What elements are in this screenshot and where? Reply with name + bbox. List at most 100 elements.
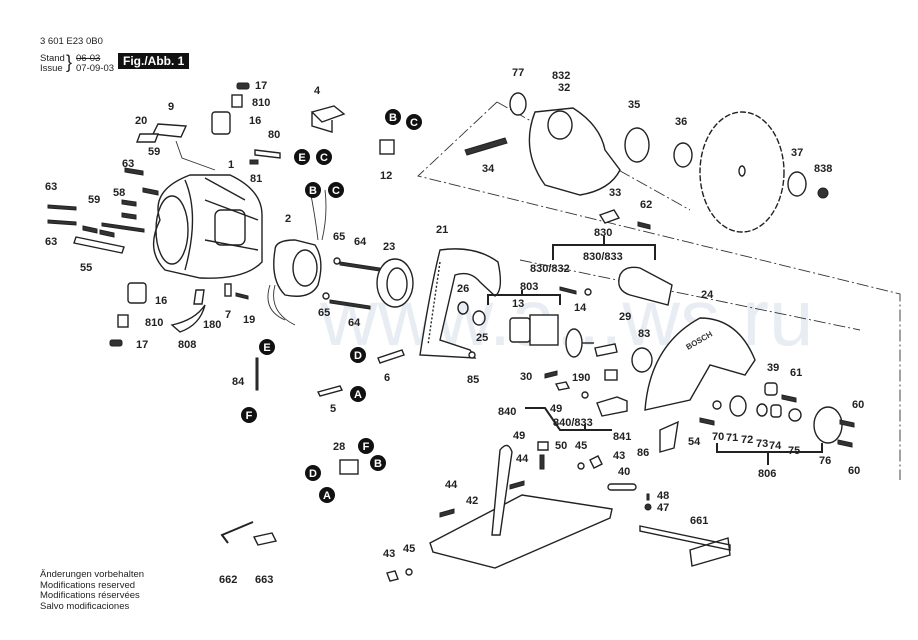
callout-label: 61 [790,367,802,379]
callout-label: 662 [219,574,237,586]
washer-85 [468,351,476,359]
callout-label: 73 [756,438,768,450]
brush-holder-top [211,82,250,135]
part-43b [386,570,399,582]
connector-f: F [241,407,257,423]
connector-circle [328,182,344,198]
footer-notes: Änderungen vorbehalten Modifications res… [40,569,144,612]
callout-label: 45 [403,543,415,555]
connector-circle [350,386,366,402]
connector-e: E [259,339,275,355]
bearing-75 [788,408,802,422]
screw-44 [509,480,525,490]
callout-label: 42 [466,495,478,507]
connector-b: B [385,109,401,125]
callout-label: 810 [145,317,163,329]
switch [310,105,346,133]
callout-label: 830/833 [583,251,623,263]
callout-label: 803 [520,281,538,293]
part-7 [224,283,232,297]
callout-label: 7 [225,309,231,321]
spring-34 [464,137,508,156]
part-808 [170,304,206,333]
callout-label: 4 [314,85,321,97]
washer-65 [333,257,341,265]
callout-label: 840/833 [553,417,593,429]
callout-label: 9 [168,101,174,113]
callout-label: 43 [613,450,625,462]
label-plate-20 [135,133,160,143]
callout-label: 72 [741,434,753,446]
connector-letter: C [320,152,328,164]
connector-letter: A [354,389,362,401]
callout-label: 36 [675,116,687,128]
connector-letter: B [374,458,382,470]
connector-d: D [350,347,366,363]
callout-label: 16 [249,115,261,127]
callout-label: 810 [252,97,270,109]
bearing-housing-76 [813,406,843,444]
connector-circle [406,114,422,130]
callout-label: 34 [482,163,495,175]
armature [509,314,594,358]
connector-circle [350,347,366,363]
callout-label: 17 [136,339,148,351]
part-180 [193,289,205,305]
bracket-803 [487,290,561,305]
part-84 [255,357,259,391]
pin-6 [377,349,405,364]
callout-label: 59 [148,146,160,158]
connector-letter: E [298,152,305,164]
callout-label: 44 [445,479,458,491]
connector-letter: B [309,185,317,197]
callout-label: 1 [228,159,234,171]
part-12 [379,139,395,155]
brace: } [66,52,73,72]
part-80 [254,149,281,159]
callout-label: 20 [135,115,147,127]
part-81 [249,159,259,165]
callout-label: 55 [80,262,92,274]
washer-26 [457,301,469,315]
connector-circle [241,407,257,423]
callout-label: 32 [558,82,570,94]
connector-circle [316,149,332,165]
washer-25 [472,310,486,326]
callout-label: 50 [555,440,567,452]
bracket-840 [525,407,612,431]
callout-label: 59 [88,194,100,206]
callout-label: 6 [384,372,390,384]
callout-label: 25 [476,332,488,344]
connector-letter: C [410,117,418,129]
part-86 [659,420,679,453]
callout-label: 16 [155,295,167,307]
washer-830-833 [584,288,592,296]
callout-label: 30 [520,371,532,383]
callout-label: 80 [268,129,280,141]
callout-label: 44 [516,453,529,465]
callout-label: 19 [243,314,255,326]
stator [267,189,327,326]
label-plate-9 [151,123,188,138]
connector-circle [305,182,321,198]
callout-label: 808 [178,339,196,351]
callout-label: 40 [618,466,630,478]
connector-circle [358,438,374,454]
circlip-35 [624,127,650,163]
issue-label: Issue [40,63,63,74]
connector-circle [385,109,401,125]
callout-label: 74 [769,440,782,452]
callout-label: 81 [250,173,262,185]
callout-label: 830 [594,227,612,239]
connector-e: E [294,149,310,165]
callout-label: 75 [788,445,800,457]
callout-label: 39 [767,362,779,374]
screw-62 [637,221,651,230]
screw-54 [699,417,715,426]
connector-circle [305,465,321,481]
callout-label: 49 [550,403,562,415]
callout-label: 23 [383,241,395,253]
lower-blade-guard: BOSCH [644,317,756,411]
